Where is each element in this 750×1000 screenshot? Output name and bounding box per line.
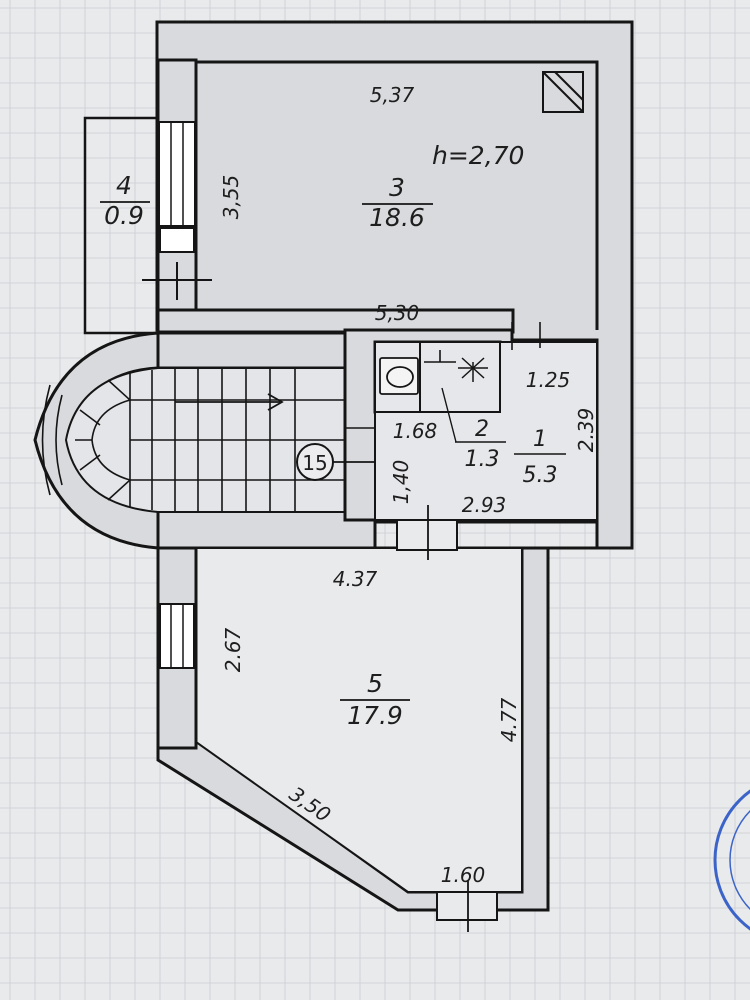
ceiling-height-label: h=2,70 (432, 141, 524, 170)
stair-number: 15 (302, 451, 327, 475)
toilet-icon (379, 357, 419, 395)
dim-room5-left: 2.67 (221, 627, 245, 672)
room-1-area: 5.3 (523, 463, 558, 488)
ventilation-shaft-icon (542, 71, 584, 113)
balcony-outline (83, 116, 160, 335)
room-5-number: 5 (367, 669, 383, 698)
room-4-area: 0.9 (104, 201, 144, 230)
room-3-area: 18.6 (369, 203, 425, 232)
room-4-number: 4 (116, 171, 132, 200)
stamp (713, 789, 750, 931)
dim-room5-top: 4.37 (333, 567, 378, 591)
stair-number-circle (296, 443, 334, 481)
window-left-upper-2 (159, 227, 195, 253)
shower-icon (458, 357, 488, 382)
dim-room3-bottom: 5,30 (375, 301, 420, 325)
sink-icon (424, 350, 456, 363)
window-left-lower (159, 603, 195, 669)
door-room1-room5 (396, 519, 458, 551)
dim-room5-right: 4.77 (497, 697, 521, 742)
door-bottom (436, 891, 498, 921)
dim-corridor-left: 1,40 (389, 460, 413, 505)
dim-room3-top: 5,37 (370, 83, 415, 107)
room-3-number: 3 (389, 173, 405, 202)
stair-arrow-icon (175, 393, 284, 411)
room-2-number: 2 (475, 417, 489, 442)
dim-room1-bottom: 2.93 (462, 493, 507, 517)
dim-room1-right: 2.39 (574, 408, 598, 453)
room-2-area: 1.3 (465, 447, 500, 472)
dim-room1-top: 1.25 (526, 368, 571, 392)
dim-wc-width: 1.68 (393, 419, 438, 443)
dim-room3-left: 3,55 (219, 175, 243, 220)
dim-room5-bottom: 1.60 (441, 863, 486, 887)
room-1-number: 1 (533, 427, 547, 452)
window-left-upper (158, 121, 196, 227)
room-5-area: 17.9 (347, 701, 403, 730)
